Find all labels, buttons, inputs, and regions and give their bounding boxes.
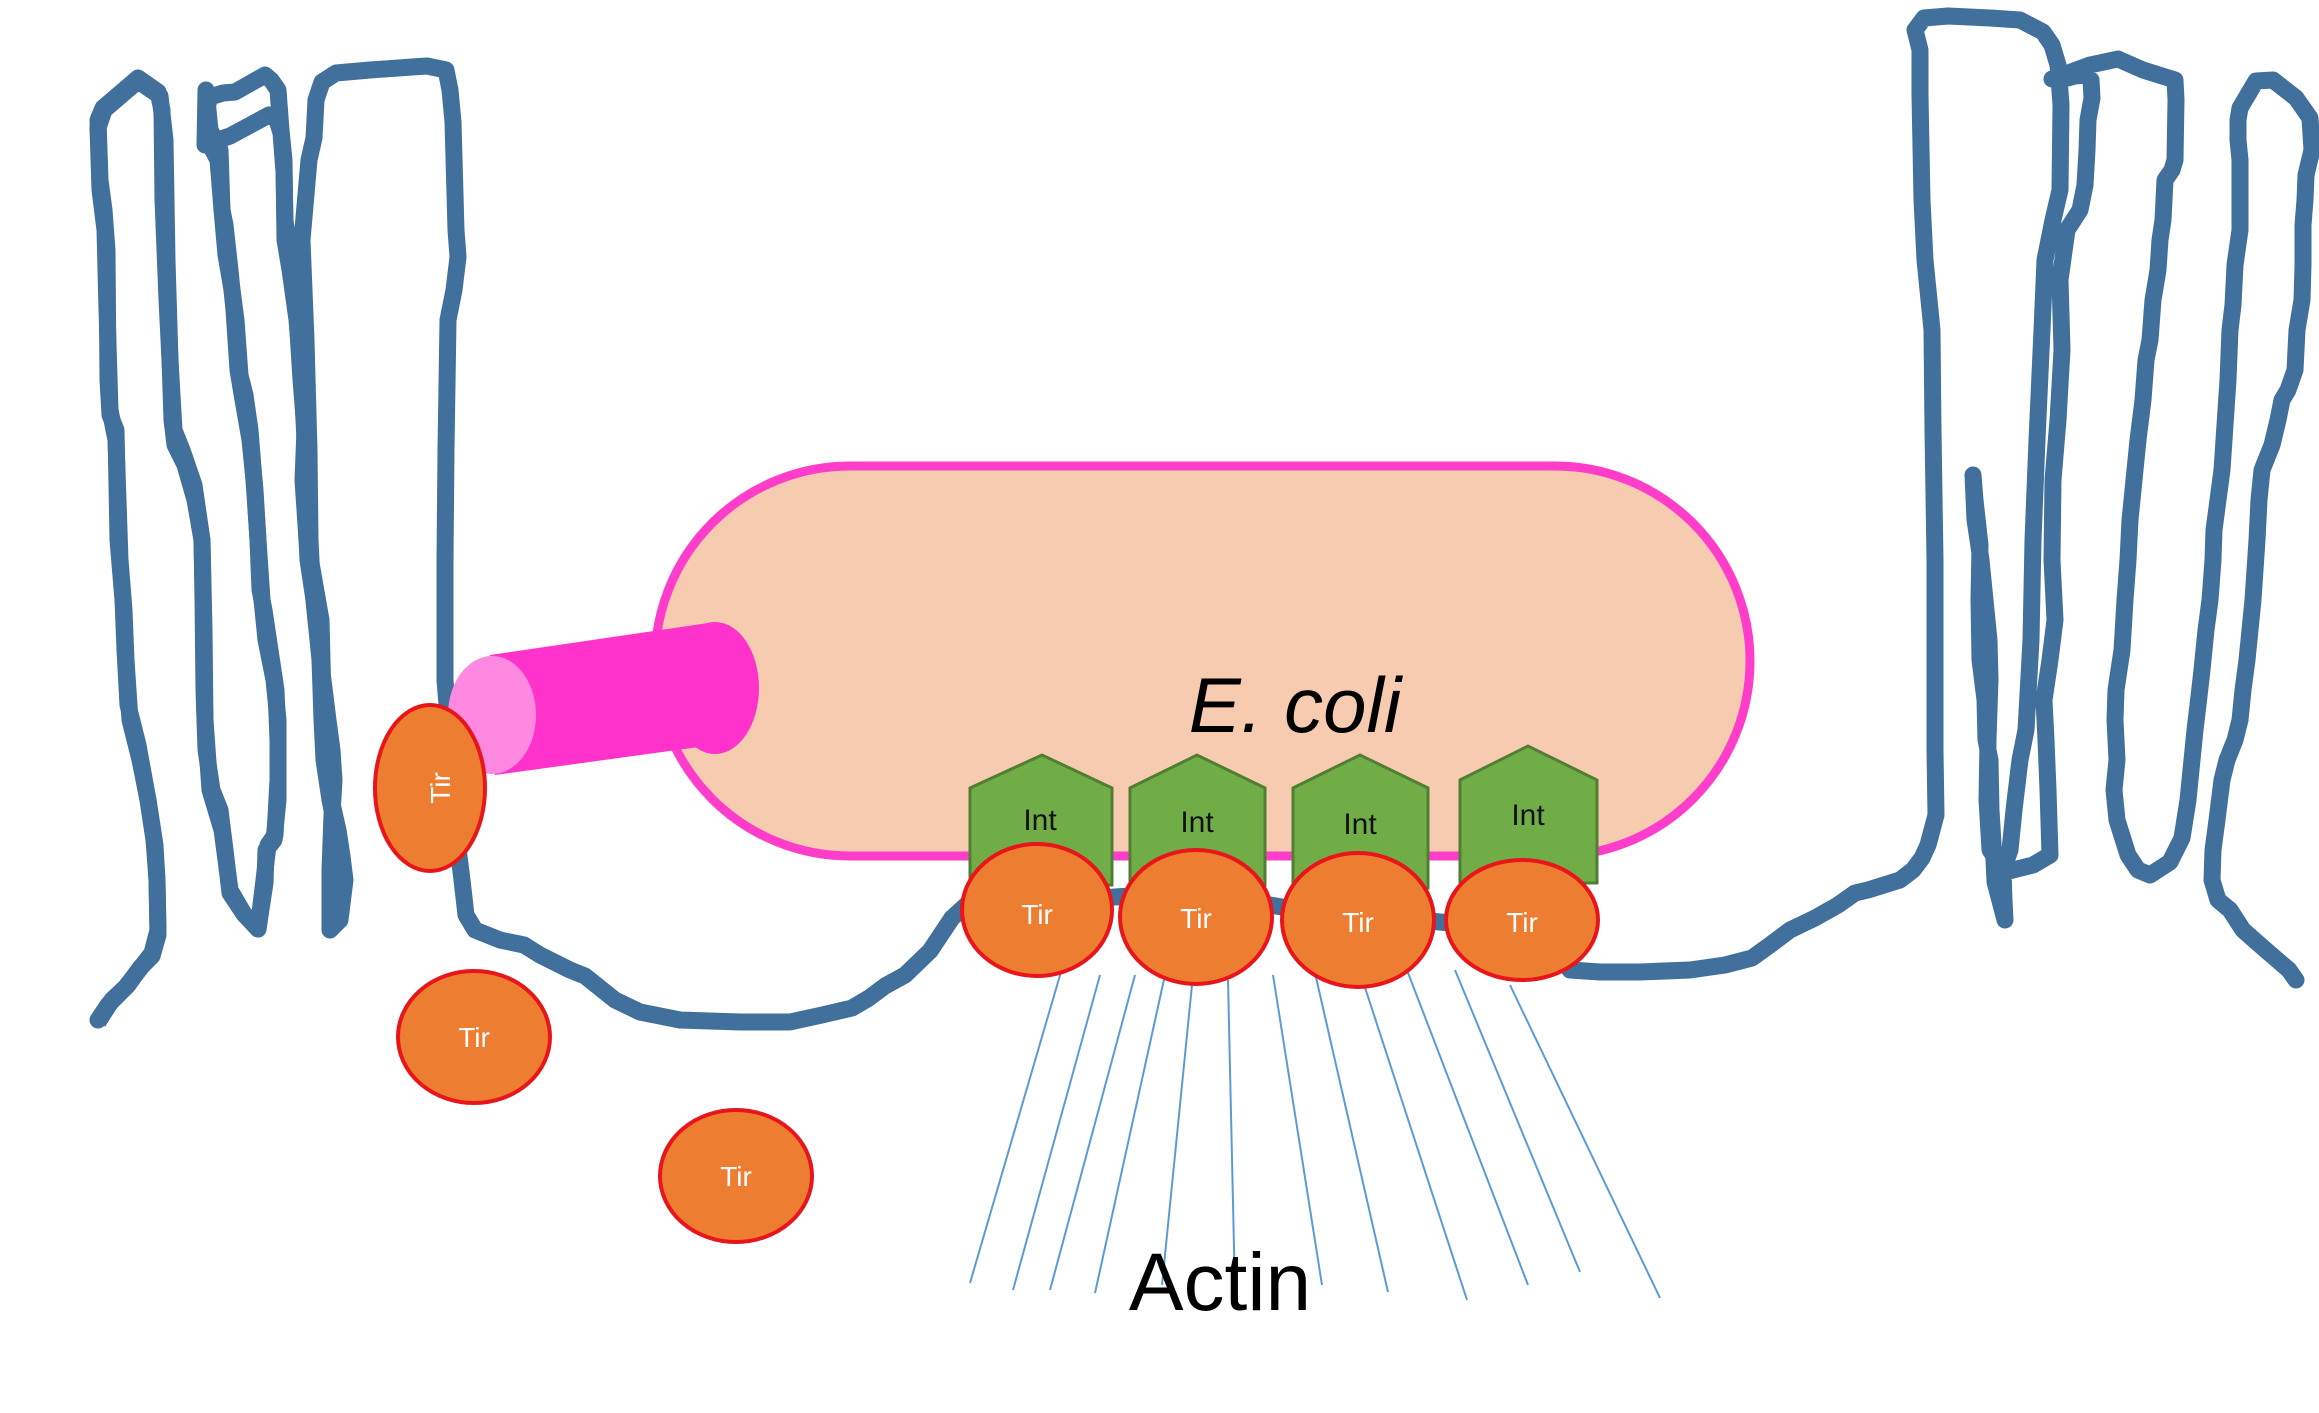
tir-label: Tir [1180,903,1212,934]
int-label: Int [1180,806,1214,839]
actin-filament [1227,979,1236,1293]
tir-label: Tir [1342,907,1374,938]
tir-receptor-rotated: Tir [373,703,487,873]
actin-filament [1012,974,1101,1291]
actin-filament [1404,964,1529,1286]
left-microvilli [89,66,351,1027]
intimin [1458,744,1599,885]
tir-label: Tir [720,1161,752,1192]
tir [1118,848,1274,986]
int-label: Int [1023,804,1057,837]
actin-filament [1094,974,1166,1294]
pilus [448,622,759,775]
tir-label: Tir [458,1022,490,1053]
int-tir-pair-2: Int Tir [1118,753,1274,986]
int-label: Int [1343,808,1377,841]
actin-filament [1454,969,1581,1273]
tir-label: Tir [1021,899,1053,930]
actin-filament [1314,972,1389,1293]
actin-filament [1272,974,1323,1286]
int-tir-pair-4: Int Tir [1444,744,1600,982]
actin-filament [1356,962,1468,1301]
intimin [1128,753,1267,887]
actin-filament [1509,984,1661,1299]
tir-label: Tir [1506,907,1538,938]
actin-filament [969,964,1064,1284]
actin-filament [1049,974,1136,1291]
int-tir-pair-3: Int Tir [1280,753,1436,989]
tir-free-1: Tir [396,969,552,1105]
int-tir-pair-1: Int Tir [960,753,1114,978]
tir-label: Tir [425,772,456,804]
actin-label: Actin [1129,1237,1311,1328]
int-label: Int [1511,799,1545,832]
intimin [1291,753,1430,890]
tir [1444,858,1600,982]
tir-free-2: Tir [658,1108,814,1244]
actin-filaments [969,962,1661,1301]
tir [1280,851,1436,989]
tir [960,842,1114,978]
actin-filament [1161,974,1194,1286]
ecoli-label: E. coli [1189,661,1404,749]
